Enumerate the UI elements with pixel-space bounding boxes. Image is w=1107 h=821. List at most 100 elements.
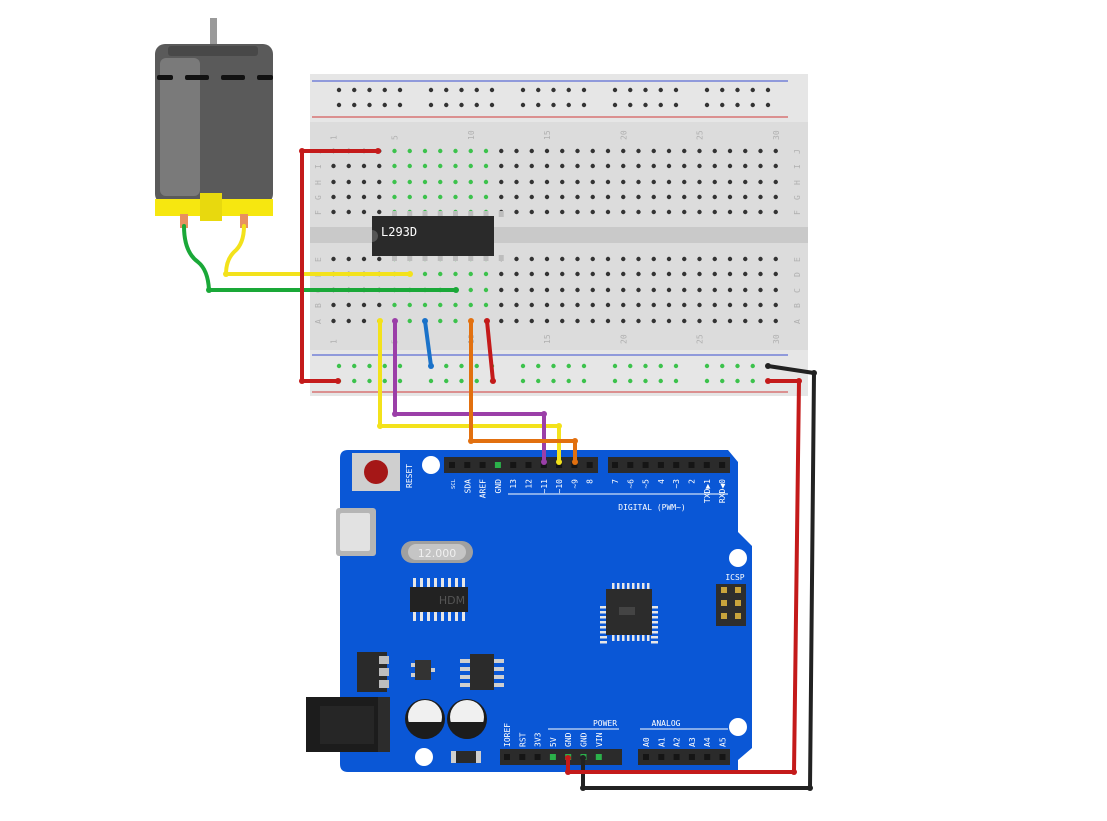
breadboard-hole[interactable]	[712, 194, 717, 200]
breadboard-hole[interactable]	[773, 302, 778, 308]
rail-hole[interactable]	[352, 102, 357, 108]
breadboard-hole[interactable]	[499, 179, 504, 185]
wire-motor-yellow[interactable]	[224, 224, 412, 276]
rail-hole[interactable]	[673, 87, 679, 93]
breadboard-hole[interactable]	[590, 148, 595, 154]
breadboard-hole[interactable]	[529, 256, 534, 262]
breadboard-hole[interactable]	[727, 179, 733, 185]
breadboard-hole[interactable]	[743, 271, 748, 277]
rail-hole[interactable]	[551, 102, 556, 108]
breadboard-hole[interactable]	[575, 256, 580, 262]
breadboard-hole[interactable]	[712, 209, 717, 215]
breadboard-hole[interactable]	[499, 287, 504, 293]
breadboard-hole[interactable]	[636, 209, 641, 215]
rail-hole[interactable]	[658, 363, 663, 369]
breadboard-hole[interactable]	[605, 271, 611, 277]
breadboard-hole[interactable]	[712, 163, 717, 169]
breadboard-hole[interactable]	[651, 179, 656, 185]
digital-pin-socket[interactable]	[703, 462, 710, 468]
breadboard-hole[interactable]	[773, 256, 778, 262]
breadboard-hole[interactable]	[514, 302, 519, 308]
digital-pin-socket[interactable]	[449, 462, 455, 468]
wire-red-rail[interactable]	[300, 149, 380, 383]
breadboard-hole[interactable]	[407, 148, 412, 154]
breadboard-hole[interactable]	[697, 256, 702, 262]
breadboard-hole[interactable]	[697, 271, 702, 277]
breadboard-hole[interactable]	[514, 163, 519, 169]
rail-hole[interactable]	[474, 378, 479, 384]
digital-pin-socket[interactable]	[612, 462, 618, 468]
breadboard-hole[interactable]	[361, 179, 367, 185]
breadboard-hole[interactable]	[407, 302, 412, 308]
breadboard-hole[interactable]	[621, 271, 626, 277]
breadboard-hole[interactable]	[407, 179, 412, 185]
breadboard-hole[interactable]	[468, 194, 473, 200]
breadboard-hole[interactable]	[621, 194, 626, 200]
breadboard-hole[interactable]	[773, 194, 778, 200]
breadboard-hole[interactable]	[636, 287, 641, 293]
breadboard-hole[interactable]	[636, 271, 641, 277]
rail-hole[interactable]	[643, 363, 648, 369]
rail-hole[interactable]	[720, 378, 725, 384]
breadboard-hole[interactable]	[529, 209, 534, 215]
breadboard-hole[interactable]	[682, 318, 687, 324]
breadboard-hole[interactable]	[682, 148, 687, 154]
breadboard-hole[interactable]	[666, 194, 672, 200]
breadboard-hole[interactable]	[575, 179, 580, 185]
breadboard-hole[interactable]	[697, 287, 702, 293]
breadboard-hole[interactable]	[682, 179, 687, 185]
breadboard-hole[interactable]	[743, 209, 748, 215]
rail-hole[interactable]	[765, 87, 771, 93]
digital-pin-socket[interactable]	[657, 462, 664, 468]
digital-pin-socket[interactable]	[494, 462, 501, 468]
rail-hole[interactable]	[520, 102, 526, 108]
breadboard-hole[interactable]	[422, 148, 428, 154]
rail-hole[interactable]	[551, 87, 556, 93]
rail-hole[interactable]	[382, 378, 387, 384]
breadboard-hole[interactable]	[621, 302, 626, 308]
breadboard-hole[interactable]	[773, 179, 778, 185]
rail-hole[interactable]	[336, 102, 342, 108]
breadboard-hole[interactable]	[377, 179, 382, 185]
breadboard-hole[interactable]	[773, 163, 778, 169]
analog-pin-socket[interactable]	[688, 754, 695, 760]
rail-hole[interactable]	[735, 102, 740, 108]
rail-hole[interactable]	[658, 102, 663, 108]
rail-hole[interactable]	[628, 102, 633, 108]
analog-header[interactable]	[638, 749, 730, 765]
breadboard-hole[interactable]	[483, 287, 489, 293]
wire-blue-gnd[interactable]	[423, 319, 433, 368]
breadboard-hole[interactable]	[438, 148, 443, 154]
breadboard-hole[interactable]	[697, 209, 702, 215]
breadboard-hole[interactable]	[712, 287, 717, 293]
breadboard-hole[interactable]	[743, 287, 748, 293]
breadboard-hole[interactable]	[468, 179, 473, 185]
rail-hole[interactable]	[612, 87, 618, 93]
breadboard-hole[interactable]	[575, 148, 580, 154]
rail-hole[interactable]	[536, 87, 541, 93]
breadboard-hole[interactable]	[483, 179, 489, 185]
breadboard-hole[interactable]	[438, 194, 443, 200]
breadboard-hole[interactable]	[758, 287, 763, 293]
breadboard-hole[interactable]	[544, 194, 550, 200]
rail-hole[interactable]	[489, 102, 495, 108]
breadboard-hole[interactable]	[529, 179, 534, 185]
digital-pin-socket[interactable]	[627, 462, 634, 468]
breadboard-hole[interactable]	[514, 271, 519, 277]
breadboard-hole[interactable]	[483, 148, 489, 154]
breadboard-hole[interactable]	[651, 271, 656, 277]
breadboard-hole[interactable]	[529, 148, 534, 154]
breadboard-hole[interactable]	[697, 194, 702, 200]
breadboard-hole[interactable]	[514, 148, 519, 154]
icsp-header[interactable]	[716, 584, 746, 626]
rail-hole[interactable]	[720, 87, 725, 93]
breadboard-hole[interactable]	[697, 302, 702, 308]
breadboard-hole[interactable]	[743, 148, 748, 154]
breadboard-hole[interactable]	[346, 194, 351, 200]
rail-hole[interactable]	[474, 87, 479, 93]
breadboard-hole[interactable]	[727, 256, 733, 262]
breadboard-hole[interactable]	[666, 287, 672, 293]
rail-hole[interactable]	[628, 363, 633, 369]
breadboard-hole[interactable]	[453, 179, 458, 185]
breadboard-hole[interactable]	[743, 256, 748, 262]
